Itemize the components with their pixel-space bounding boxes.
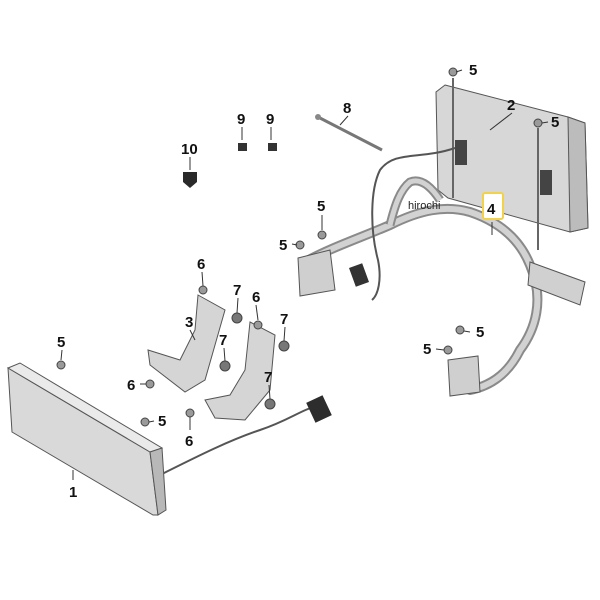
callout-1: 1 xyxy=(69,484,77,501)
screws xyxy=(56,67,543,427)
callout-5: 5 xyxy=(551,114,559,131)
callouts: 2 5 5 4 8 9 9 10 5 5 6 7 6 3 7 7 5 5 5 6… xyxy=(57,62,559,501)
callout-6: 6 xyxy=(197,256,205,273)
part-2-plate-panel xyxy=(435,78,589,250)
callout-5: 5 xyxy=(469,62,477,79)
callout-7: 7 xyxy=(233,282,241,299)
part-1-lamp-housing xyxy=(6,362,167,516)
cable-harness xyxy=(349,147,456,301)
callout-7: 7 xyxy=(219,332,227,349)
callout-9: 9 xyxy=(266,111,274,128)
callout-5: 5 xyxy=(423,341,431,358)
callout-6: 6 xyxy=(252,289,260,306)
callout-3: 3 xyxy=(185,314,193,331)
part-10-clip xyxy=(183,172,197,188)
part-3-brackets xyxy=(147,294,276,421)
callout-6: 6 xyxy=(127,377,135,394)
watermark: hirochi xyxy=(408,200,440,212)
callout-5: 5 xyxy=(158,413,166,430)
callout-6: 6 xyxy=(185,433,193,450)
callout-5: 5 xyxy=(317,198,325,215)
part-9-nuts xyxy=(238,143,277,151)
callout-5: 5 xyxy=(476,324,484,341)
callout-7: 7 xyxy=(264,369,272,386)
callout-4: 4 xyxy=(487,201,496,218)
part-4-tube-bracket xyxy=(297,176,586,397)
callout-10: 10 xyxy=(181,141,198,158)
callout-7: 7 xyxy=(280,311,288,328)
callout-2: 2 xyxy=(507,97,515,114)
callout-8: 8 xyxy=(343,100,351,117)
callout-5: 5 xyxy=(279,237,287,254)
highlight-box-4 xyxy=(482,192,504,220)
callout-9: 9 xyxy=(237,111,245,128)
lamp-wire xyxy=(159,395,332,476)
callout-5: 5 xyxy=(57,334,65,351)
leader-lines xyxy=(60,69,549,480)
part-8-cable-tie xyxy=(315,114,383,152)
